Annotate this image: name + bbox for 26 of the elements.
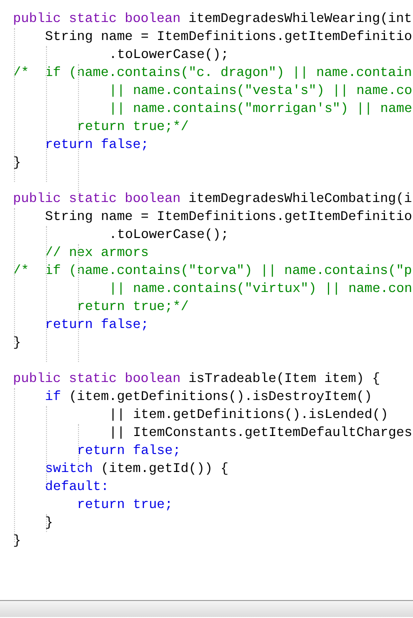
code-line: return false; (45, 317, 149, 333)
code-line: return false; (45, 137, 149, 153)
code-line: } (45, 515, 53, 531)
code-line: .toLowerCase(); (109, 47, 229, 63)
code-line: return true; (77, 497, 173, 513)
code-line: default: (45, 479, 109, 495)
code-line: public static boolean isTradeable(Item item) { (13, 371, 380, 387)
code-line: public static boolean itemDegradesWhileCombating(i (13, 191, 412, 207)
code-line: // nex armors (45, 245, 149, 261)
code-line: return true;*/ (77, 299, 189, 315)
code-line: return true;*/ (77, 119, 189, 135)
code-line: .toLowerCase(); (109, 227, 229, 243)
code-line: } (13, 335, 21, 351)
code-line: || name.contains("virtux") || name.con (109, 281, 412, 297)
code-line: String name = ItemDefinitions.getItemDefinitio (45, 209, 412, 225)
code-line: } (13, 155, 21, 171)
code-line: if (item.getDefinitions().isDestroyItem() (45, 389, 372, 405)
code-line: String name = ItemDefinitions.getItemDefinitio (45, 29, 412, 45)
code-line: return false; (77, 443, 181, 459)
code-line: || name.contains("vesta's") || name.co (109, 83, 412, 99)
code-line: } (13, 533, 21, 549)
code-line: || item.getDefinitions().isLended() (109, 407, 388, 423)
code-line: || ItemConstants.getItemDefaultCharges (109, 425, 412, 441)
code-line: || name.contains("morrigan's") || name (109, 101, 412, 117)
code-line: switch (item.getId()) { (45, 461, 229, 477)
code-line: public static boolean itemDegradesWhileWearing(int (13, 11, 412, 27)
